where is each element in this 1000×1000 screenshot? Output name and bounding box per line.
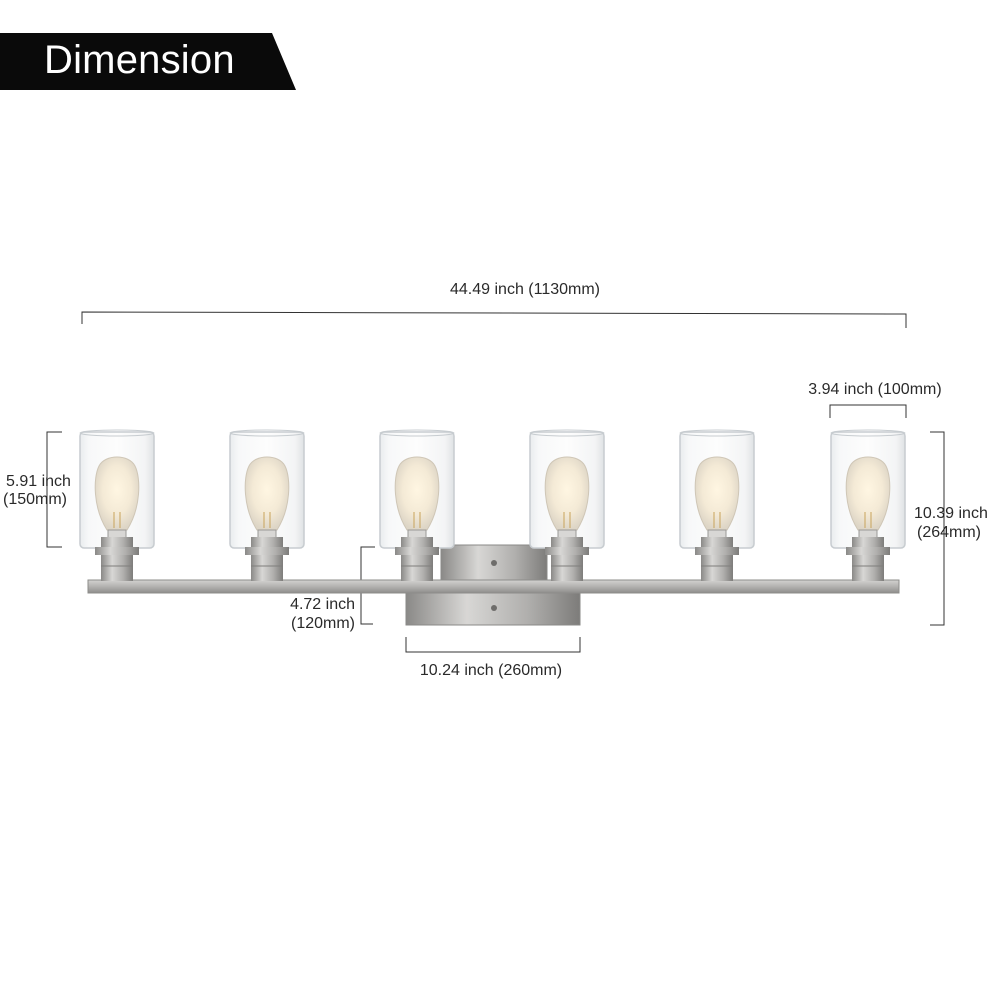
light-3	[379, 429, 455, 581]
shade-width-line	[829, 404, 907, 418]
light-1	[79, 429, 155, 581]
light-2	[229, 429, 305, 581]
shade-height-line	[46, 431, 62, 548]
backplate-width-label: 10.24 inch (260mm)	[419, 662, 563, 679]
dimension-banner	[0, 33, 296, 90]
light-5	[679, 429, 755, 581]
mounting-bar	[87, 579, 900, 594]
extension-inch-label: 4.72 inch	[290, 596, 355, 613]
total-height-inch-label: 10.39 inch	[914, 505, 988, 522]
dimension-lines	[46, 311, 945, 653]
banner-background	[0, 33, 296, 90]
light-6	[830, 429, 906, 581]
shade-height-mm-label: (150mm)	[3, 491, 68, 508]
light-4	[529, 429, 605, 581]
banner-title: Dimension	[44, 38, 235, 82]
shade-width-label: 3.94 inch (100mm)	[808, 381, 942, 398]
overall-width-label: 44.49 inch (1130mm)	[450, 281, 600, 298]
backplate	[405, 544, 581, 626]
backplate-width-line	[405, 637, 581, 653]
total-height-line	[930, 431, 945, 626]
shade-height-inch-label: 5.91 inch	[6, 473, 71, 490]
overall-width-line	[81, 311, 907, 328]
total-height-mm-label: (264mm)	[917, 524, 982, 541]
extension-mm-label: (120mm)	[290, 615, 355, 632]
